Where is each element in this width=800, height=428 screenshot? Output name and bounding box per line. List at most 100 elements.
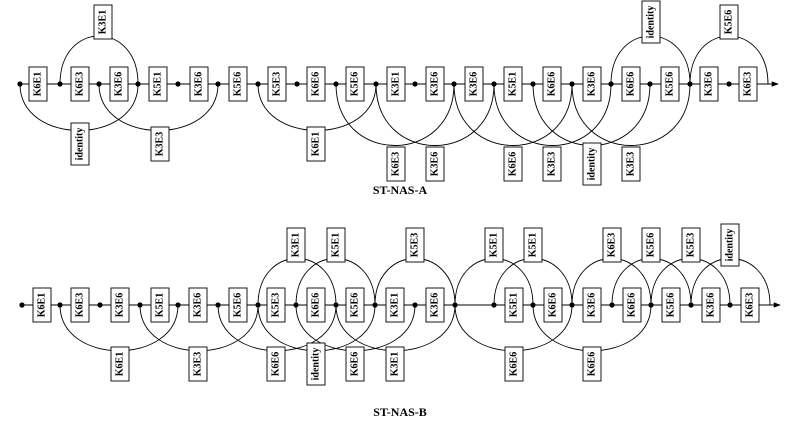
cell-b-bottom-op-7-k6e6-box bbox=[582, 346, 602, 382]
cell-b-bottom-op-5-k3e1-box bbox=[385, 346, 405, 382]
cell-b-main-op-12-k6e6: K6E6 bbox=[543, 287, 563, 323]
cell-b-main-op-10-k3e6-label: K3E6 bbox=[430, 293, 441, 317]
cell-a-bottom-op-4-k3e6-label: K3E6 bbox=[430, 152, 441, 176]
cell-b-main-op-9-k3e1-label: K3E1 bbox=[390, 293, 401, 317]
cell-b-bottom-op-4-k6e6-label: K6E6 bbox=[350, 352, 361, 376]
cell-a-bottom-op-3-k6e3-box bbox=[386, 146, 406, 182]
cell-a-main-op-17-k3e6-box bbox=[699, 66, 719, 102]
cell-b-main-op-5-k5e6-box bbox=[228, 287, 248, 323]
cell-a-main-op-18-k6e3-label: K6E3 bbox=[743, 72, 754, 96]
cell-b-top-op-0-k3e1-label: K3E1 bbox=[291, 233, 302, 257]
cell-a-main-op-13-k6e6-label: K6E6 bbox=[547, 72, 558, 96]
cell-a-main-op-3-k5e1: K5E1 bbox=[148, 66, 168, 102]
cell-a-bottom-op-8-k3e3-label: K3E3 bbox=[626, 152, 637, 176]
cell-b-main-op-10-k3e6-box bbox=[425, 287, 445, 323]
cell-b-node-10 bbox=[412, 302, 418, 308]
cell-a-main-op-12-k5e1-label: K5E1 bbox=[508, 72, 519, 96]
cell-b-bottom-op-7-k6e6-label: K6E6 bbox=[587, 352, 598, 376]
cell-b-main-op-7-k6e6-box bbox=[306, 287, 326, 323]
cell-b-top-op-5-k6e3-label: K6E3 bbox=[607, 233, 618, 257]
cell-a-bottom-edge-3 bbox=[335, 83, 455, 146]
cell-b-top-op-3-k5e1-label: K5E1 bbox=[489, 233, 500, 257]
cell-b-top-op-6-k5e6-box bbox=[641, 227, 661, 263]
cell-a-main-op-6-k5e3-box bbox=[267, 66, 287, 102]
cell-a-main-op-13-k6e6: K6E6 bbox=[542, 66, 562, 102]
cell-b-main-op-0-k6e1-label: K6E1 bbox=[37, 293, 48, 317]
cell-a-main-op-6-k5e3: K5E3 bbox=[267, 66, 287, 102]
cell-a-main-op-12-k5e1-box bbox=[503, 66, 523, 102]
cell-b-main-op-16-k3e6-box bbox=[701, 287, 721, 323]
cell-b-main-op-5-k5e6: K5E6 bbox=[228, 287, 248, 323]
cell-b-main-op-6-k5e3-box bbox=[266, 287, 286, 323]
cell-a-main-op-3-k5e1-box bbox=[148, 66, 168, 102]
cell-b-main-op-8-k5e6-box bbox=[345, 287, 365, 323]
cell-b-bottom-op-0-k6e1: K6E1 bbox=[110, 346, 130, 382]
cell-b-main-op-8-k5e6-label: K5E6 bbox=[350, 293, 361, 317]
cell-a-node-13 bbox=[530, 81, 536, 87]
cell-b-bottom-op-1-k3e3-label: K3E3 bbox=[193, 352, 204, 376]
cell-a-node-6 bbox=[255, 81, 261, 87]
cell-a-main-op-2-k3e6-box bbox=[109, 66, 129, 102]
cell-a-main-op-14-k3e6-label: K3E6 bbox=[587, 72, 598, 96]
cell-a-main-op-4-k3e6: K3E6 bbox=[189, 66, 209, 102]
cell-b-node-7 bbox=[293, 302, 299, 308]
cell-b-node-8 bbox=[333, 302, 339, 308]
cell-b-top-op-6-k5e6-label: K5E6 bbox=[646, 233, 657, 257]
cell-a-main-op-4-k3e6-label: K3E6 bbox=[194, 72, 205, 96]
cell-a-main-op-16-k5e6: K5E6 bbox=[660, 66, 680, 102]
cell-b-node-1 bbox=[57, 302, 63, 308]
cell-a-bottom-op-6-k3e3: K3E3 bbox=[542, 146, 562, 182]
cell-a-main-op-10-k3e6-label: K3E6 bbox=[430, 72, 441, 96]
cell-b-main-op-2-k3e6-box bbox=[110, 287, 130, 323]
cell-a-top-op-2-k5e6-box bbox=[719, 4, 739, 40]
cell-b-main-op-13-k3e6: K3E6 bbox=[582, 287, 602, 323]
cell-a-top-op-0-k3e1-label: K3E1 bbox=[98, 10, 109, 34]
cell-b-top-op-2-k5e3-label: K5E3 bbox=[410, 233, 421, 257]
cell-b-main-op-15-k5e6-label: K5E6 bbox=[666, 293, 677, 317]
cell-b-bottom-op-0-k6e1-box bbox=[110, 346, 130, 382]
cell-b-main-op-11-k5e1-label: K5E1 bbox=[509, 293, 520, 317]
cell-b-top-op-1-k5e1-label: K5E1 bbox=[331, 233, 342, 257]
cell-a-bottom-op-8-k3e3: K3E3 bbox=[621, 146, 641, 182]
cell-b-top-op-7-k5e3-box bbox=[681, 227, 701, 263]
cell-a-top-op-2-k5e6: K5E6 bbox=[719, 4, 739, 40]
cell-a-main-op-16-k5e6-label: K5E6 bbox=[665, 72, 676, 96]
cell-a-bottom-op-0-identity: identity bbox=[70, 122, 90, 166]
cell-b-bottom-op-3-identity: identity bbox=[306, 342, 326, 386]
cell-a-bottom-op-6-k3e3-label: K3E3 bbox=[547, 152, 558, 176]
cell-b-bottom-op-3-identity-box bbox=[306, 342, 326, 386]
cell-b-bottom-op-0-k6e1-label: K6E1 bbox=[115, 352, 126, 376]
cell-b-top-op-8-identity-box bbox=[720, 223, 740, 267]
cell-a-bottom-op-8-k3e3-box bbox=[621, 146, 641, 182]
cell-a-main-op-11-k3e6: K3E6 bbox=[464, 66, 484, 102]
cell-a-node-16 bbox=[647, 81, 653, 87]
cell-a-node-10 bbox=[412, 81, 418, 87]
cell-a-main-op-4-k3e6-box bbox=[189, 66, 209, 102]
cell-b-main-op-17-k6e3-box bbox=[740, 287, 760, 323]
cell-a-bottom-op-2-k6e1-box bbox=[306, 126, 326, 162]
cell-a-main-op-2-k3e6-label: K3E6 bbox=[114, 72, 125, 96]
cell-b-node-12 bbox=[491, 302, 497, 308]
cell-a-node-4 bbox=[175, 81, 181, 87]
cell-b-main-op-3-k5e1-box bbox=[150, 287, 170, 323]
cell-a-node-2 bbox=[96, 81, 102, 87]
cell-b-node-14 bbox=[569, 302, 575, 308]
cell-a-node-3 bbox=[135, 81, 141, 87]
cell-a-node-12 bbox=[491, 81, 497, 87]
cell-a-bottom-edge-5 bbox=[453, 83, 573, 146]
cell-a-node-7 bbox=[294, 81, 300, 87]
cell-b-main-op-7-k6e6-label: K6E6 bbox=[311, 293, 322, 317]
cell-b-main-op-17-k6e3: K6E3 bbox=[740, 287, 760, 323]
cell-a-main-op-14-k3e6: K3E6 bbox=[582, 66, 602, 102]
cell-a-bottom-op-0-identity-label: identity bbox=[75, 128, 86, 161]
cell-a-node-9 bbox=[373, 81, 379, 87]
cell-b-bottom-op-4-k6e6-box bbox=[345, 346, 365, 382]
cell-a-main-op-15-k6e6-label: K6E6 bbox=[626, 72, 637, 96]
cell-b-top-op-5-k6e3-box bbox=[602, 227, 622, 263]
cell-a-main-op-5-k5e6-box bbox=[228, 66, 248, 102]
cell-a-bottom-op-1-k3e3-box bbox=[150, 126, 170, 162]
cell-b-top-op-6-k5e6: K5E6 bbox=[641, 227, 661, 263]
cell-a-main-op-18-k6e3-box bbox=[738, 66, 758, 102]
cell-a-bottom-op-1-k3e3: K3E3 bbox=[150, 126, 170, 162]
cell-b-top-op-0-k3e1-box bbox=[286, 227, 306, 263]
